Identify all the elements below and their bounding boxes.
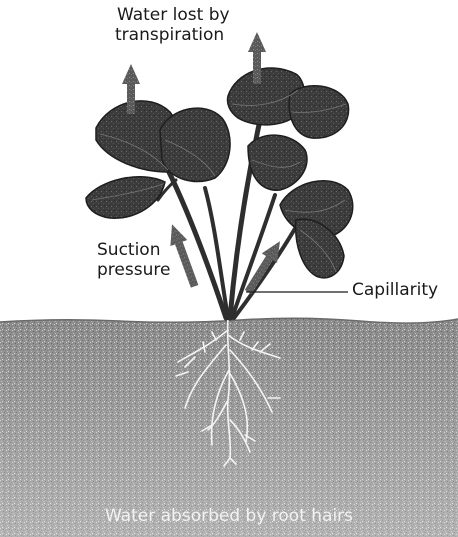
suction-label-line1: Suction <box>97 241 170 261</box>
capillarity-label: Capillarity <box>352 281 438 301</box>
root-hairs-label: Water absorbed by root hairs <box>0 507 458 527</box>
suction-label-line2: pressure <box>97 261 170 281</box>
transpiration-label: Water lost by transpiration <box>117 6 230 45</box>
transpiration-label-line1: Water lost by <box>117 6 230 26</box>
transpiration-label-line2: transpiration <box>115 26 230 46</box>
capillarity-arrow <box>241 236 288 296</box>
suction-pressure-label: Suction pressure <box>97 241 170 280</box>
